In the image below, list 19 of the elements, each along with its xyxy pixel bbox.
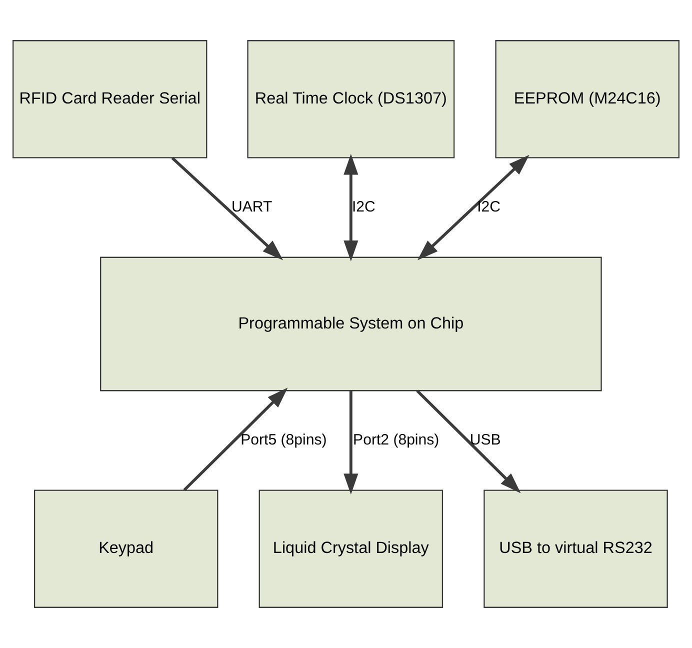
node-box: USB to virtual RS232 xyxy=(484,490,668,608)
edge-label: I2C xyxy=(477,198,501,216)
arrow xyxy=(344,154,358,262)
arrow xyxy=(344,390,358,495)
node-box: RFID Card Reader Serial xyxy=(12,40,208,158)
node-box: Real Time Clock (DS1307) xyxy=(247,40,455,158)
edge-label: Port5 (8pins) xyxy=(240,431,327,448)
edge-label: I2C xyxy=(352,198,376,216)
node-box: Programmable System on Chip xyxy=(100,256,602,392)
arrow xyxy=(417,154,530,260)
edge-label: UART xyxy=(231,198,272,216)
arrow xyxy=(416,390,521,494)
arrow xyxy=(183,388,288,492)
edge-label: USB xyxy=(470,431,501,448)
node-box: EEPROM (M24C16) xyxy=(495,40,680,158)
arrow xyxy=(171,156,284,260)
node-box: Keypad xyxy=(34,490,218,608)
edge-label: Port2 (8pins) xyxy=(353,431,440,448)
node-box: Liquid Crystal Display xyxy=(258,490,444,608)
